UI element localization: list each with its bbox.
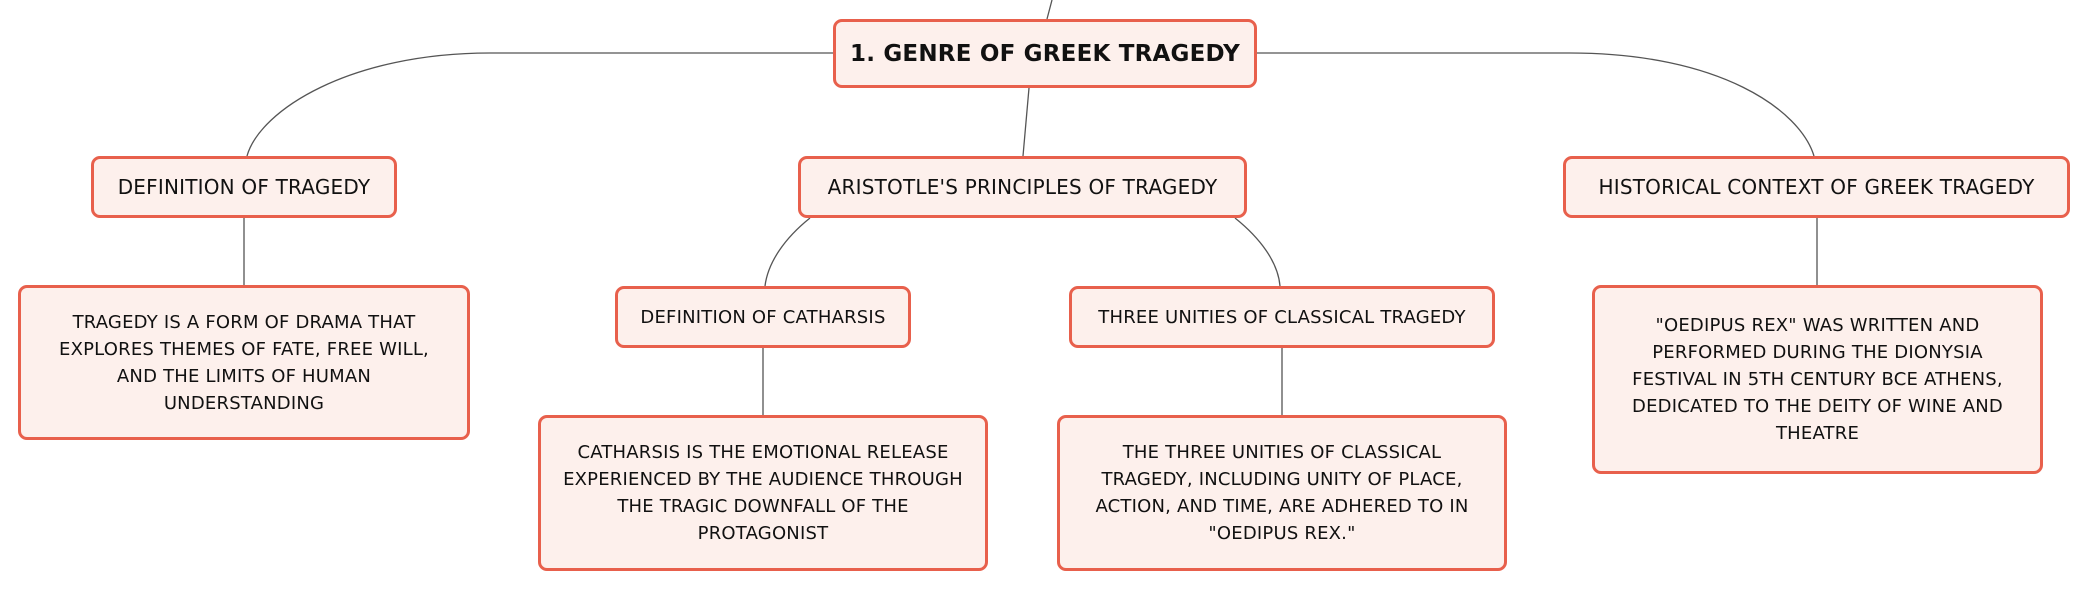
connector-aristotle-to-catharsis: [764, 217, 811, 287]
aristotle-principles-label: ARISTOTLE'S PRINCIPLES OF TRAGEDY: [827, 175, 1218, 199]
definition-of-catharsis-node[interactable]: DEFINITION OF CATHARSIS: [615, 286, 911, 348]
catharsis-detail-node[interactable]: CATHARSIS IS THE EMOTIONAL RELEASE EXPER…: [538, 415, 988, 571]
root-topic-node[interactable]: 1. GENRE OF GREEK TRAGEDY: [833, 19, 1257, 88]
three-unities-label: THREE UNITIES OF CLASSICAL TRAGEDY: [1098, 306, 1466, 328]
tragedy-definition-detail-text: TRAGEDY IS A FORM OF DRAMA THAT EXPLORES…: [59, 311, 429, 414]
historical-context-detail-text: "OEDIPUS REX" WAS WRITTEN AND PERFORMED …: [1632, 315, 2003, 444]
three-unities-detail-text: THE THREE UNITIES OF CLASSICAL TRAGEDY, …: [1095, 442, 1469, 544]
historical-context-detail-node[interactable]: "OEDIPUS REX" WAS WRITTEN AND PERFORMED …: [1592, 285, 2043, 474]
connector-parent-to-root: [1046, 0, 1053, 20]
historical-context-node[interactable]: HISTORICAL CONTEXT OF GREEK TRAGEDY: [1563, 156, 2070, 218]
connector-root-to-history: [1257, 52, 1815, 157]
connector-root-to-definition: [246, 52, 833, 157]
root-topic-label: 1. GENRE OF GREEK TRAGEDY: [850, 40, 1240, 67]
three-unities-detail-node[interactable]: THE THREE UNITIES OF CLASSICAL TRAGEDY, …: [1057, 415, 1507, 571]
connector-root-to-aristotle: [1022, 87, 1030, 157]
connector-aristotle-to-unities: [1234, 217, 1281, 287]
definition-of-catharsis-label: DEFINITION OF CATHARSIS: [640, 306, 886, 328]
catharsis-detail-text: CATHARSIS IS THE EMOTIONAL RELEASE EXPER…: [563, 442, 963, 544]
tragedy-definition-detail-node[interactable]: TRAGEDY IS A FORM OF DRAMA THAT EXPLORES…: [18, 285, 470, 440]
three-unities-node[interactable]: THREE UNITIES OF CLASSICAL TRAGEDY: [1069, 286, 1495, 348]
definition-of-tragedy-label: DEFINITION OF TRAGEDY: [117, 175, 371, 199]
historical-context-label: HISTORICAL CONTEXT OF GREEK TRAGEDY: [1598, 175, 2035, 199]
aristotle-principles-node[interactable]: ARISTOTLE'S PRINCIPLES OF TRAGEDY: [798, 156, 1247, 218]
definition-of-tragedy-node[interactable]: DEFINITION OF TRAGEDY: [91, 156, 397, 218]
